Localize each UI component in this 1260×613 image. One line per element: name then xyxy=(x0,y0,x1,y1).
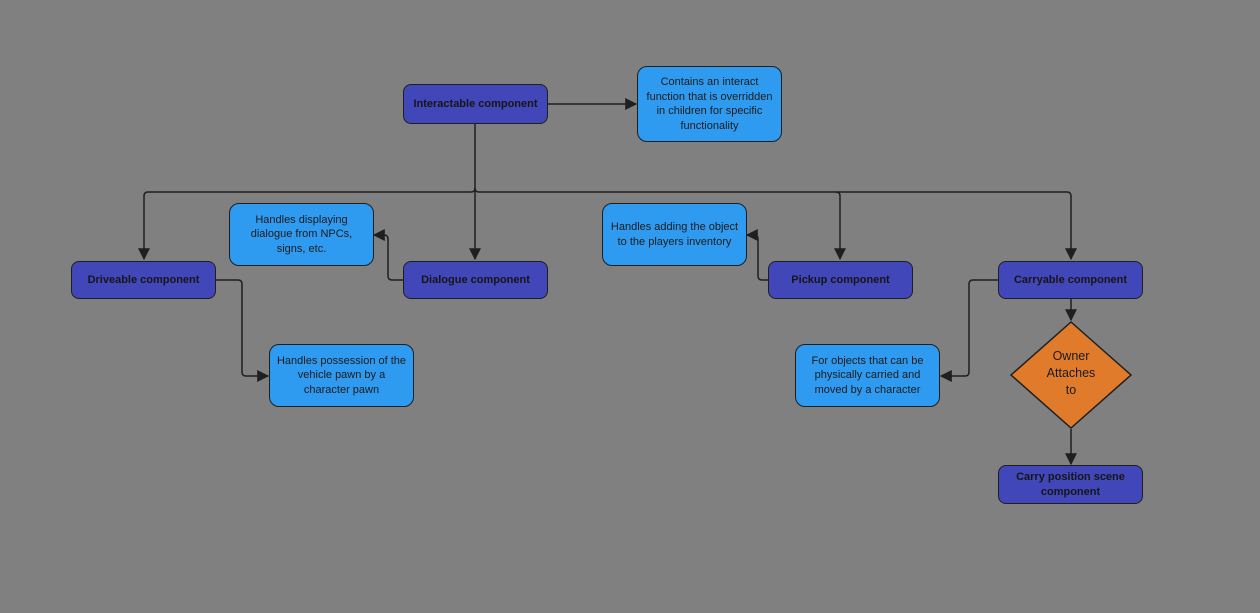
carryable-note[interactable]: For objects that can be physically carri… xyxy=(795,344,940,407)
carry-position-component-node[interactable]: Carry position scene component xyxy=(998,465,1143,504)
decision-label-line-2: Attaches xyxy=(1046,366,1096,380)
edge-interactable-to-carryable xyxy=(836,191,1077,261)
decision-label-line-3: to xyxy=(1065,383,1077,397)
edge-dialogue-to-note xyxy=(372,229,404,281)
interactable-component-node[interactable]: Interactable component xyxy=(403,84,548,124)
dialogue-note[interactable]: Handles displaying dialogue from NPCs, s… xyxy=(229,203,374,266)
driveable-component-node[interactable]: Driveable component xyxy=(71,261,216,299)
edge-pickup-to-note xyxy=(745,229,769,281)
carryable-component-node[interactable]: Carryable component xyxy=(998,261,1143,299)
pickup-component-node[interactable]: Pickup component xyxy=(768,261,913,299)
edge-carryable-to-note xyxy=(939,279,999,382)
edge-driveable-to-note xyxy=(216,279,270,382)
pickup-note[interactable]: Handles adding the object to the players… xyxy=(602,203,747,266)
driveable-note[interactable]: Handles possession of the vehicle pawn b… xyxy=(269,344,414,407)
decision-diamond xyxy=(1009,320,1133,430)
interact-function-note[interactable]: Contains an interact function that is ov… xyxy=(637,66,782,142)
decision-label-line-1: Owner xyxy=(1052,349,1090,363)
dialogue-component-node[interactable]: Dialogue component xyxy=(403,261,548,299)
decision-label: Owner Attaches to xyxy=(1030,348,1112,399)
